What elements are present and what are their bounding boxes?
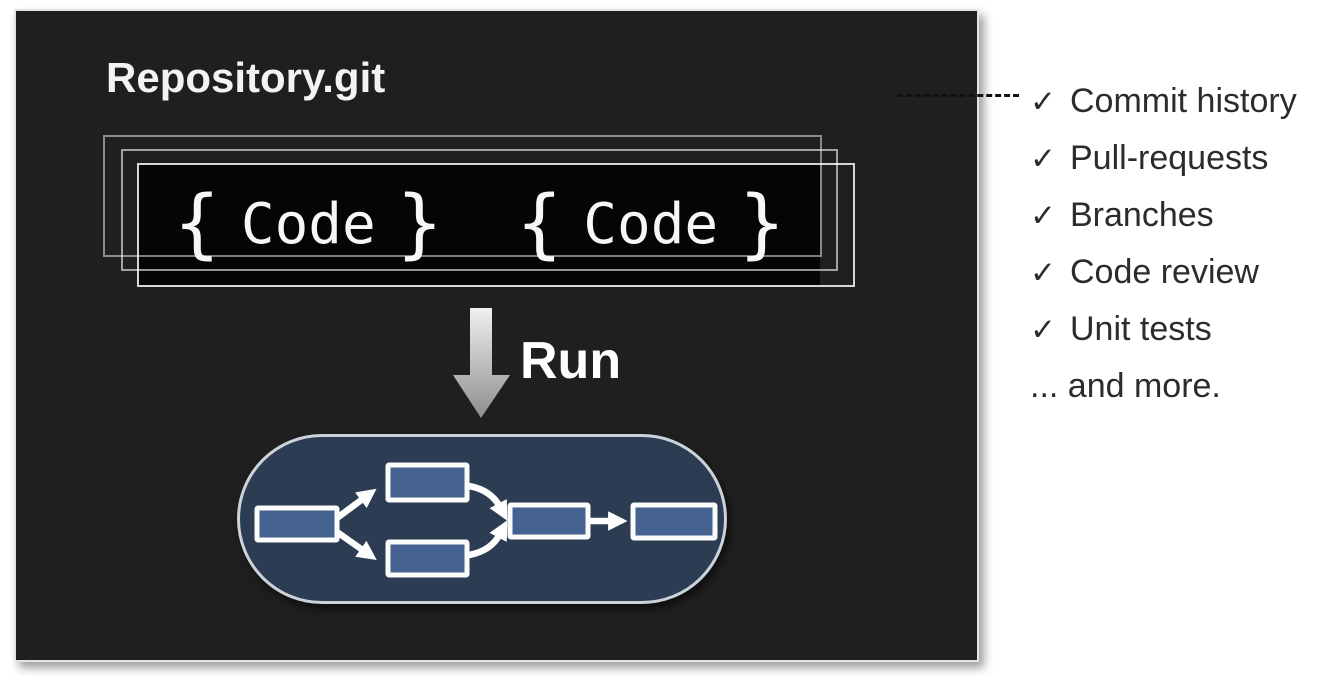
checklist-item: ✓ Pull-requests — [1030, 130, 1297, 187]
checklist-item: ✓ Branches — [1030, 187, 1297, 244]
pipeline-node-branch-top — [385, 462, 470, 503]
checklist-item: ✓ Commit history — [1030, 73, 1297, 130]
code-snippet-right: { Code } — [516, 178, 785, 267]
fork-arrow-down — [335, 529, 377, 560]
feature-checklist: ✓ Commit history ✓ Pull-requests ✓ Branc… — [1030, 73, 1297, 415]
code-word: Code — [240, 192, 376, 257]
check-icon: ✓ — [1030, 140, 1056, 176]
run-label: Run — [520, 332, 622, 390]
check-icon: ✓ — [1030, 254, 1056, 290]
code-word: Code — [583, 192, 719, 257]
checklist-item-label: Pull-requests — [1070, 139, 1269, 177]
checklist-item-label: Branches — [1070, 196, 1214, 234]
code-box-background — [139, 165, 820, 285]
check-icon: ✓ — [1030, 311, 1056, 347]
check-icon: ✓ — [1030, 83, 1056, 119]
checklist-item: ✓ Unit tests — [1030, 301, 1297, 358]
code-snippet-left: { Code } — [174, 178, 443, 267]
stacked-card-front — [137, 163, 855, 287]
pipeline-flow-diagram — [254, 462, 718, 578]
code-box: { Code } { Code } — [139, 165, 820, 285]
fork-arrow-up — [335, 488, 377, 521]
stacked-card-middle — [121, 149, 838, 271]
checklist-item-label: ... and more. — [1030, 367, 1221, 405]
checklist-item-label: Unit tests — [1070, 310, 1212, 348]
pipeline-node-final — [630, 502, 718, 541]
connector-dashed-line — [897, 94, 1019, 97]
pipeline-node-source — [254, 505, 340, 543]
checklist-item-label: Code review — [1070, 253, 1259, 291]
close-brace: } — [739, 178, 785, 267]
open-brace: { — [174, 178, 220, 267]
checklist-item: ✓ Code review — [1030, 244, 1297, 301]
pipeline-node-branch-bottom — [385, 539, 470, 578]
checklist-item-label: Commit history — [1070, 82, 1297, 120]
pipeline-pill — [237, 434, 727, 604]
checklist-item-more: ... and more. — [1030, 358, 1297, 415]
check-icon: ✓ — [1030, 197, 1056, 233]
stacked-card-back — [103, 135, 822, 257]
open-brace: { — [516, 178, 563, 267]
join-arrow-bottom — [468, 520, 508, 559]
repository-title: Repository.git — [106, 54, 386, 101]
join-arrow-top — [468, 482, 508, 521]
close-brace: } — [396, 178, 443, 267]
pipeline-node-join — [507, 502, 591, 540]
down-arrow-icon — [453, 308, 510, 418]
